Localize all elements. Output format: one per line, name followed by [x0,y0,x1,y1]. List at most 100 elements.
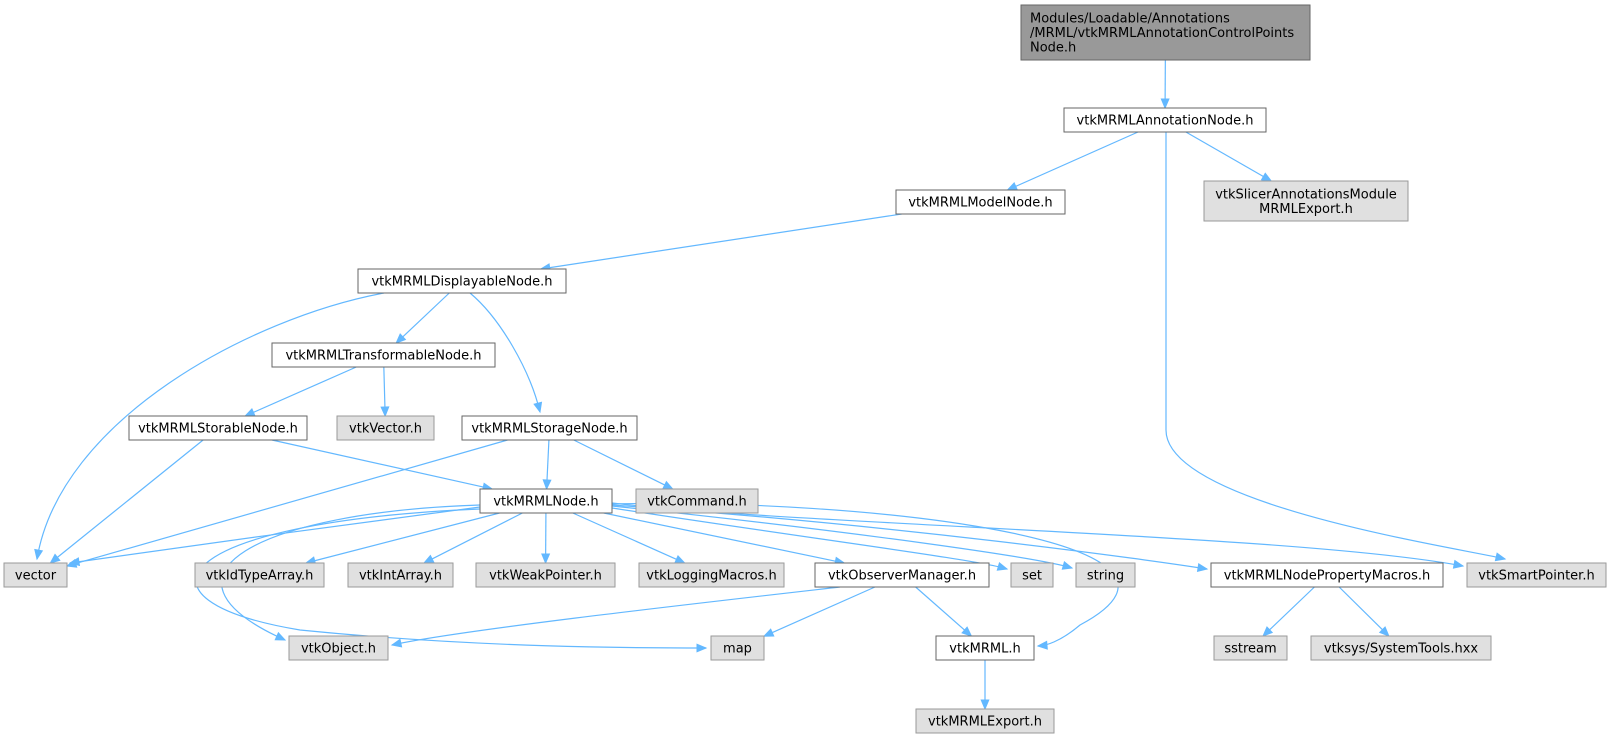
edge-annotation-node-to-slicer-export [1185,131,1267,179]
node-label: set [1022,569,1042,584]
node-label: vtkMRMLNode.h [493,495,598,510]
node-label: vtkMRMLAnnotationNode.h [1077,114,1254,129]
edge-mrml-node-to-vtkmrml [611,502,1119,647]
node-label: vtkSlicerAnnotationsModule [1215,187,1397,202]
edge-annotation-node-to-slicer-export-arrowhead [1260,172,1273,182]
edge-nodepropertymacros-to-systemtools [1338,586,1385,633]
node-box [710,635,765,661]
node-box [3,562,68,588]
edge-observermanager-to-map-arrowhead [762,628,775,637]
node-box [1203,180,1409,222]
edge-mrml-node-to-string-arrowhead [1061,561,1074,570]
node-transformable-node[interactable]: vtkMRMLTransformableNode.h [271,342,496,368]
node-label: vtkLoggingMacros.h [646,569,776,584]
node-intarray: vtkIntArray.h [347,562,454,588]
edge-mrml-node-to-weakpointer-arrowhead [541,553,551,565]
node-label: Modules/Loadable/Annotations [1030,12,1230,27]
edge-annotation-node-to-model-node-arrowhead [1006,181,1019,191]
edge-observermanager-to-vtkmrml-arrowhead [961,626,973,637]
edge-mrml-node-to-loggingmacros-arrowhead [674,554,686,564]
edge-nodepropertymacros-to-systemtools-arrowhead [1378,626,1390,637]
node-label: vtkMRMLModelNode.h [908,196,1052,211]
node-label: vtkObserverManager.h [828,569,976,584]
node-label: map [723,642,752,657]
edge-displayable-node-to-storage-node-arrowhead [533,401,543,414]
node-root[interactable]: Modules/Loadable/Annotations/MRML/vtkMRM… [1020,4,1311,61]
node-box [347,562,454,588]
node-vtkvector: vtkVector.h [336,415,435,441]
node-box [194,562,325,588]
node-label: vtkIdTypeArray.h [206,569,314,584]
node-annotation-node[interactable]: vtkMRMLAnnotationNode.h [1063,107,1267,133]
node-box [935,635,1035,661]
edge-mrml-node-to-vector-arrowhead [68,557,81,567]
node-map: map [710,635,765,661]
node-label: Node.h [1030,41,1076,56]
node-label: vtkMRML.h [949,642,1020,657]
edge-displayable-node-to-transformable-node-arrowhead [395,333,407,344]
edge-displayable-node-to-transformable-node [400,292,450,340]
edge-storage-node-to-vtkcommand [573,439,668,487]
node-label: vtkIntArray.h [359,569,442,584]
edge-transformable-node-to-vtkvector-arrowhead [380,406,390,418]
node-label: vtkObject.h [301,642,376,657]
node-sstream: sstream [1213,635,1288,661]
edge-nodepropertymacros-to-sstream-arrowhead [1262,626,1274,637]
edge-storage-node-to-mrml-node [546,439,550,484]
edge-mrml-node-to-vtkmrml-arrowhead [1036,640,1048,650]
node-label: vtkMRMLNodePropertyMacros.h [1224,569,1430,584]
node-box [1010,562,1054,588]
node-label: MRMLExport.h [1259,202,1353,217]
node-idtypearray: vtkIdTypeArray.h [194,562,325,588]
node-box [1310,635,1492,661]
node-label: vtksys/SystemTools.hxx [1324,642,1479,657]
edge-mrml-node-to-map [195,508,707,649]
node-label: vtkSmartPointer.h [1478,569,1594,584]
node-vtkobject: vtkObject.h [288,635,389,661]
edge-mrml-node-to-intarray-arrowhead [422,554,435,564]
node-box [271,342,496,368]
node-set: set [1010,562,1054,588]
edge-mrml-node-to-vector [69,506,481,564]
node-vtkcommand: vtkCommand.h [635,488,759,514]
node-label: vtkCommand.h [647,495,747,510]
edge-mrml-node-to-smartpointer-arrowhead [1452,559,1465,569]
edge-transformable-node-to-storable-node-arrowhead [244,407,256,417]
node-label: vtkMRMLStorableNode.h [138,422,298,437]
node-label: vtkMRMLStorageNode.h [471,422,627,437]
edge-annotation-node-to-smartpointer-arrowhead [1494,552,1507,562]
node-label: vtkMRMLDisplayableNode.h [371,275,552,290]
node-box [895,189,1066,215]
edge-transformable-node-to-vtkvector [383,366,386,411]
node-model-node[interactable]: vtkMRMLModelNode.h [895,189,1066,215]
node-box [336,415,435,441]
node-label: vtkMRMLTransformableNode.h [285,349,481,364]
node-observermanager[interactable]: vtkObserverManager.h [814,562,990,588]
edge-mrml-node-to-set [611,507,1008,570]
node-vtkmrml[interactable]: vtkMRML.h [935,635,1035,661]
edge-mrml-node-to-set-arrowhead [996,561,1009,571]
node-mrml-node[interactable]: vtkMRMLNode.h [479,488,613,514]
node-box [1213,635,1288,661]
node-box [1063,107,1267,133]
node-label: /MRML/vtkMRMLAnnotationControlPoints [1030,26,1294,41]
node-string: string [1075,562,1136,588]
node-storage-node[interactable]: vtkMRMLStorageNode.h [461,415,638,441]
node-loggingmacros: vtkLoggingMacros.h [638,562,785,588]
node-box [461,415,638,441]
edge-mrml-node-to-loggingmacros [572,512,680,562]
node-storable-node[interactable]: vtkMRMLStorableNode.h [128,415,308,441]
edge-displayable-node-to-vector-arrowhead [34,548,44,561]
edge-mrml-node-to-observermanager [603,512,839,563]
node-box [915,708,1055,734]
node-nodepropertymacros[interactable]: vtkMRMLNodePropertyMacros.h [1210,562,1444,588]
edge-storable-node-to-vector-arrowhead [49,553,61,564]
node-label: string [1087,569,1124,584]
edge-mrml-node-to-idtypearray [311,512,500,563]
nodes-layer: Modules/Loadable/Annotations/MRML/vtkMRM… [3,4,1607,734]
node-displayable-node[interactable]: vtkMRMLDisplayableNode.h [357,268,567,294]
edge-storage-node-to-mrml-node-arrowhead [542,479,552,491]
node-label: vtkVector.h [349,422,422,437]
node-box [1210,562,1444,588]
